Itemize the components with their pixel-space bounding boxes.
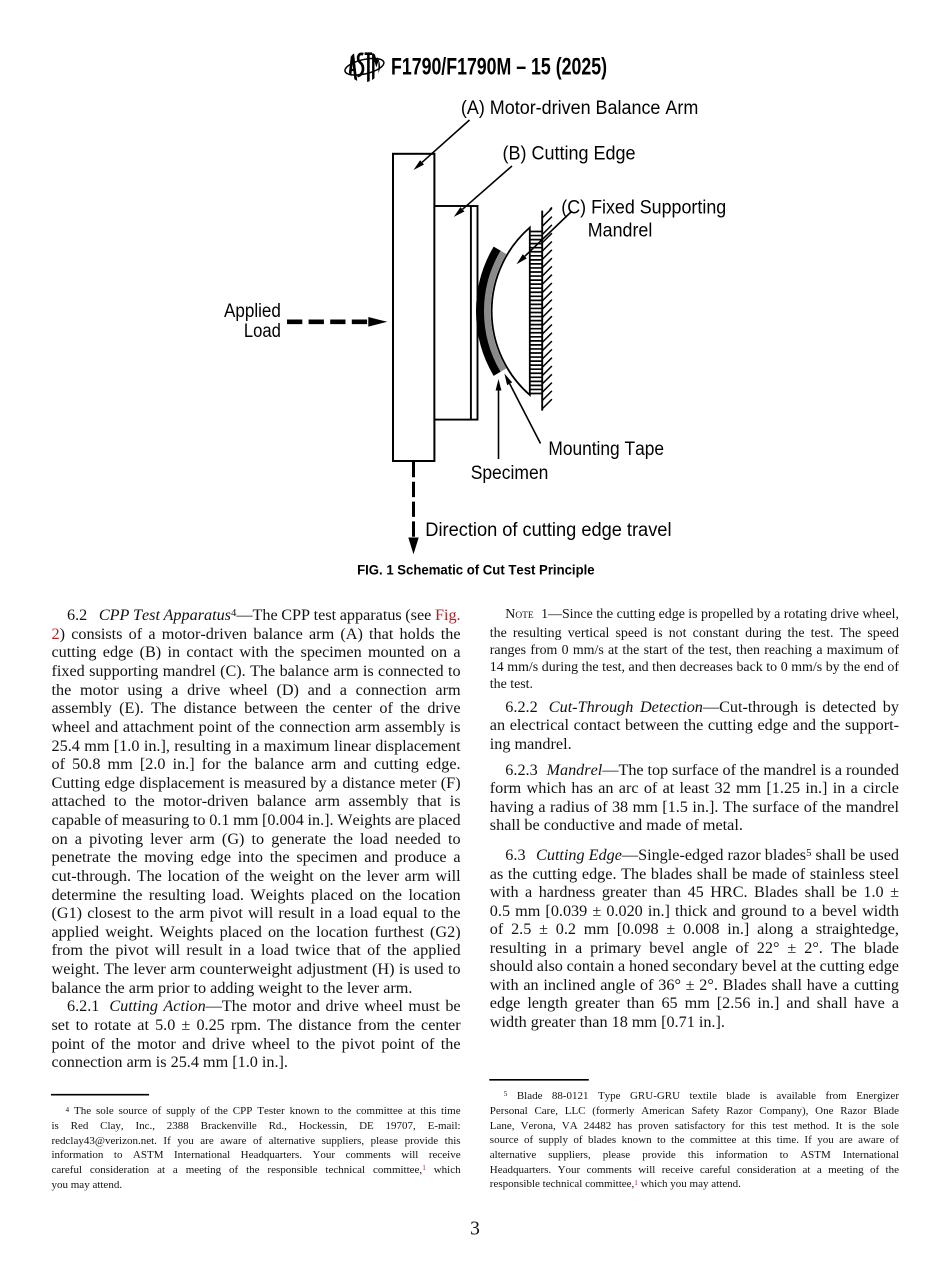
- svg-text:Applied: Applied: [224, 301, 281, 322]
- svg-text:F1790/F1790M – 15 (2025): F1790/F1790M – 15 (2025): [391, 54, 607, 81]
- svg-text:(A) Motor-driven Balance Arm: (A) Motor-driven Balance Arm: [461, 98, 698, 119]
- svg-text:Load: Load: [244, 321, 281, 342]
- svg-text:(B) Cutting Edge: (B) Cutting Edge: [503, 144, 636, 165]
- svg-text:FIG. 1 Schematic of Cut Test P: FIG. 1 Schematic of Cut Test Principle: [357, 563, 595, 578]
- svg-text:(C) Fixed Supporting: (C) Fixed Supporting: [561, 198, 726, 219]
- svg-text:Mandrel: Mandrel: [588, 221, 653, 242]
- svg-text:3: 3: [470, 1218, 480, 1239]
- svg-text:Mounting Tape: Mounting Tape: [548, 439, 664, 460]
- svg-text:Specimen: Specimen: [471, 463, 549, 484]
- svg-text:Direction of cutting edge trav: Direction of cutting edge travel: [425, 520, 671, 541]
